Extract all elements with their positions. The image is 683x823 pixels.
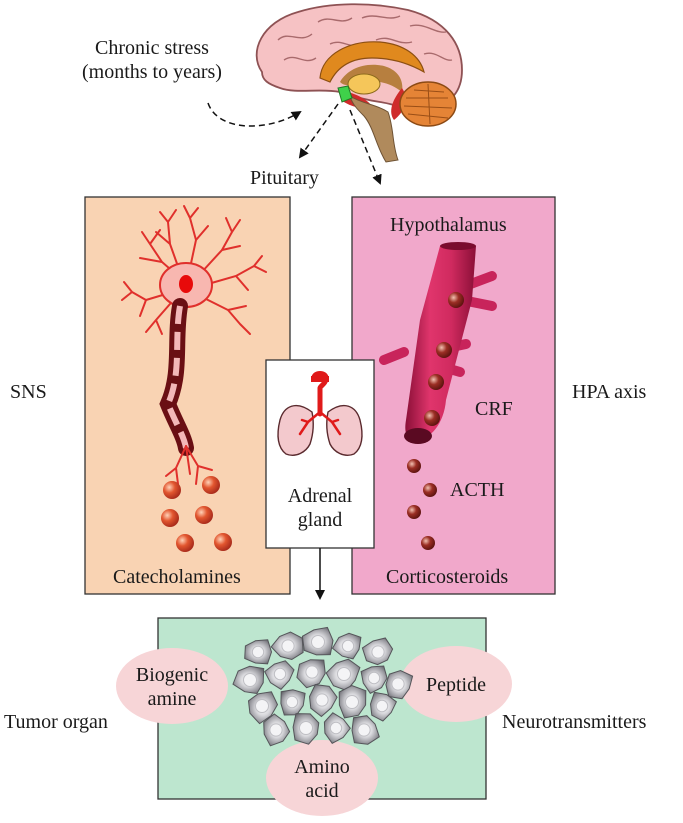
tumor-organ-label: Tumor organ — [4, 711, 108, 733]
tumor-cell-nucleus — [255, 699, 269, 713]
tumor-cell-nucleus — [281, 639, 295, 653]
catecholamine-granules — [161, 476, 232, 552]
tumor-cell-nucleus — [375, 699, 389, 713]
tumor-cell-nucleus — [371, 645, 385, 659]
tumor-cell-nucleus — [251, 645, 265, 659]
adrenal-gland-label: Adrenal gland — [287, 485, 353, 531]
catecholamines-label: Catecholamines — [113, 566, 241, 588]
tumor-cell-nucleus — [285, 695, 299, 709]
peptide-bubble — [400, 646, 512, 722]
tumor-cell-nucleus — [329, 721, 343, 735]
crf-label: CRF — [475, 398, 513, 420]
biogenic-amine-label: Biogenic amine — [135, 664, 209, 710]
acth-label: ACTH — [450, 479, 505, 501]
tumor-cell-nucleus — [299, 721, 313, 735]
tumor-cell-nucleus — [311, 635, 325, 649]
corticosteroids-label: Corticosteroids — [386, 566, 509, 588]
pituitary-arrow — [298, 103, 339, 159]
tumor-cell-nucleus — [341, 639, 355, 653]
tumor-cell-nucleus — [273, 667, 287, 681]
chronic-stress-label: Chronic stress (months to years) — [82, 37, 222, 83]
tumor-cell-nucleus — [315, 693, 329, 707]
tumor-cell-nucleus — [391, 677, 405, 691]
blood-cells — [407, 292, 464, 550]
hypothalamus-arrow — [349, 109, 382, 185]
tumor-cell-nucleus — [345, 695, 359, 709]
tumor-cell-nucleus — [243, 673, 257, 687]
tumor-cell-cluster — [232, 626, 414, 747]
pituitary-label: Pituitary — [250, 167, 319, 189]
tumor-cell-nucleus — [269, 723, 283, 737]
amino-acid-bubble — [266, 740, 378, 816]
biogenic-amine-bubble — [116, 648, 228, 724]
cerebellum — [399, 81, 457, 127]
peptide-label: Peptide — [426, 674, 486, 696]
tumor-cell-nucleus — [367, 671, 381, 685]
sns-label: SNS — [10, 381, 47, 403]
neurotransmitters-label: Neurotransmitters — [502, 711, 647, 733]
tumor-cell-nucleus — [337, 667, 351, 681]
brain-illustration — [255, 3, 463, 163]
stress-arrow — [207, 102, 302, 127]
neuron-illustration — [121, 205, 267, 485]
lungs-icon — [277, 371, 363, 456]
tumor-cell-nucleus — [305, 665, 319, 679]
hypothalamus-label: Hypothalamus — [390, 214, 507, 236]
tumor-cell-nucleus — [357, 723, 371, 737]
amino-acid-label: Amino acid — [294, 756, 350, 802]
hpa-axis-label: HPA axis — [572, 381, 647, 403]
